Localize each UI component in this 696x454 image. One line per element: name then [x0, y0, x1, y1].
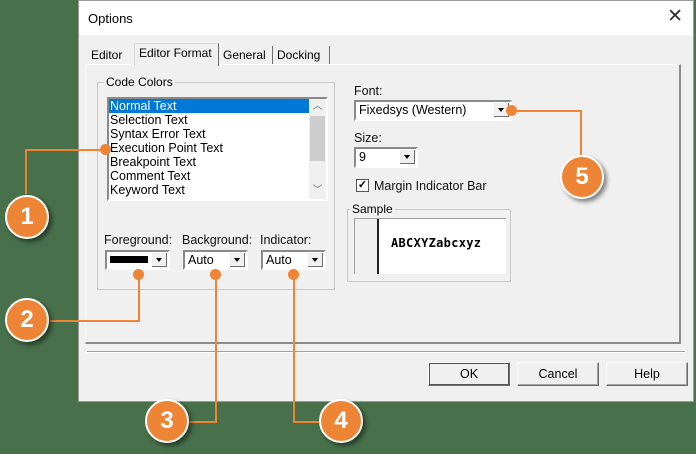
callout-line	[50, 320, 140, 322]
tab-docking[interactable]: Docking	[273, 46, 330, 65]
help-button[interactable]: Help	[606, 362, 688, 386]
chevron-down-icon[interactable]	[152, 253, 167, 267]
callout-dot	[100, 144, 111, 155]
list-item[interactable]: Keyword Text	[110, 183, 185, 197]
callout-line	[580, 110, 582, 162]
background-select[interactable]: Auto	[183, 250, 248, 270]
callout-dot	[210, 269, 221, 280]
chevron-down-icon[interactable]	[308, 253, 323, 267]
callout-line	[293, 274, 295, 423]
callout-line	[138, 274, 140, 322]
callout-dot	[506, 105, 517, 116]
window-title: Options	[88, 11, 133, 26]
code-colors-group: Code Colors	[97, 75, 335, 290]
list-item[interactable]: Comment Text	[110, 169, 191, 183]
callout-dot	[288, 269, 299, 280]
callout-badge-2: 2	[5, 298, 49, 342]
list-item[interactable]: Breakpoint Text	[110, 155, 196, 169]
callout-badge-1: 1	[5, 195, 49, 239]
callout-badge-3: 3	[145, 399, 189, 443]
chevron-down-icon[interactable]	[230, 253, 245, 267]
options-dialog: Options ✕ Editor Editor Format General D…	[78, 0, 694, 402]
callout-badge-4: 4	[319, 399, 363, 443]
code-colors-label: Code Colors	[104, 75, 175, 89]
sample-label: Sample	[350, 202, 395, 216]
list-item[interactable]: Execution Point Text	[110, 141, 224, 155]
font-value: Fixedsys (Western)	[359, 103, 467, 117]
background-label: Background:	[182, 233, 253, 247]
callout-line	[25, 149, 105, 151]
sample-text: ABCXYZabcxyz	[391, 236, 482, 250]
size-value: 9	[359, 150, 366, 164]
tab-general[interactable]: General	[219, 46, 273, 65]
callout-badge-5: 5	[560, 155, 604, 199]
callout-line	[514, 110, 582, 112]
code-colors-listbox[interactable]: Normal Text Selection Text Syntax Error …	[107, 97, 328, 201]
listbox-scrollbar[interactable]: ︿ ﹀	[309, 99, 326, 199]
indicator-select[interactable]: Auto	[261, 250, 326, 270]
callout-line	[185, 421, 217, 423]
scroll-down-icon[interactable]: ﹀	[312, 185, 323, 196]
callout-dot	[133, 269, 144, 280]
chevron-down-icon[interactable]	[400, 150, 415, 164]
font-select[interactable]: Fixedsys (Western)	[354, 100, 512, 121]
callout-line	[215, 274, 217, 423]
foreground-select[interactable]	[105, 250, 170, 270]
scroll-up-icon[interactable]: ︿	[312, 101, 323, 112]
callout-line	[293, 421, 323, 423]
size-label: Size:	[354, 131, 382, 145]
tab-editor[interactable]: Editor	[91, 48, 123, 62]
indicator-label: Indicator:	[260, 233, 312, 247]
list-item[interactable]: Selection Text	[110, 113, 188, 127]
margin-indicator-bar	[355, 219, 379, 274]
close-icon[interactable]: ✕	[667, 6, 683, 27]
sample-group: Sample	[347, 202, 511, 282]
sample-preview: ABCXYZabcxyz	[354, 218, 506, 274]
font-label: Font:	[354, 84, 383, 98]
indicator-value: Auto	[266, 253, 292, 267]
margin-indicator-label: Margin Indicator Bar	[374, 179, 487, 193]
list-item[interactable]: Syntax Error Text	[110, 127, 206, 141]
tab-panel	[85, 64, 681, 344]
callout-line	[25, 149, 27, 194]
foreground-swatch	[110, 256, 148, 263]
list-item[interactable]: Normal Text	[109, 99, 326, 113]
cancel-button[interactable]: Cancel	[517, 362, 599, 386]
margin-indicator-checkbox[interactable]: ✓	[356, 179, 369, 192]
foreground-label: Foreground:	[104, 233, 173, 247]
tab-editor-format[interactable]: Editor Format	[134, 43, 219, 66]
divider	[87, 351, 685, 353]
scroll-thumb[interactable]	[310, 116, 325, 161]
size-select[interactable]: 9	[354, 147, 418, 168]
ok-button[interactable]: OK	[428, 362, 510, 386]
background-value: Auto	[188, 253, 214, 267]
title-bar: Options ✕	[79, 1, 693, 35]
